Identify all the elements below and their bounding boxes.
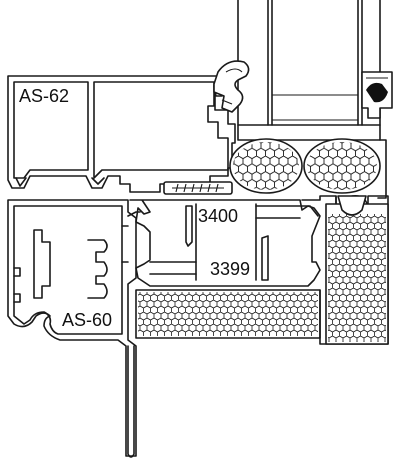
glazing-gasket-left bbox=[213, 60, 250, 113]
profile-as60: AS-60 bbox=[7, 199, 141, 457]
label-as62: AS-62 bbox=[19, 86, 69, 106]
insulator-strips: 3400 3399 bbox=[129, 199, 321, 287]
drip-leg bbox=[127, 345, 135, 458]
label-3400: 3400 bbox=[198, 206, 238, 226]
glazing-gasket-right bbox=[361, 71, 393, 119]
profile-right bbox=[301, 194, 389, 345]
foam-tubes bbox=[229, 138, 387, 199]
label-3399: 3399 bbox=[210, 259, 250, 279]
label-as60: AS-60 bbox=[62, 310, 112, 330]
foam-block-bottom bbox=[135, 289, 321, 339]
profile-as62: AS-62 bbox=[7, 75, 236, 193]
glazing-unit bbox=[237, 0, 381, 141]
thermal-break-cap bbox=[163, 181, 233, 195]
